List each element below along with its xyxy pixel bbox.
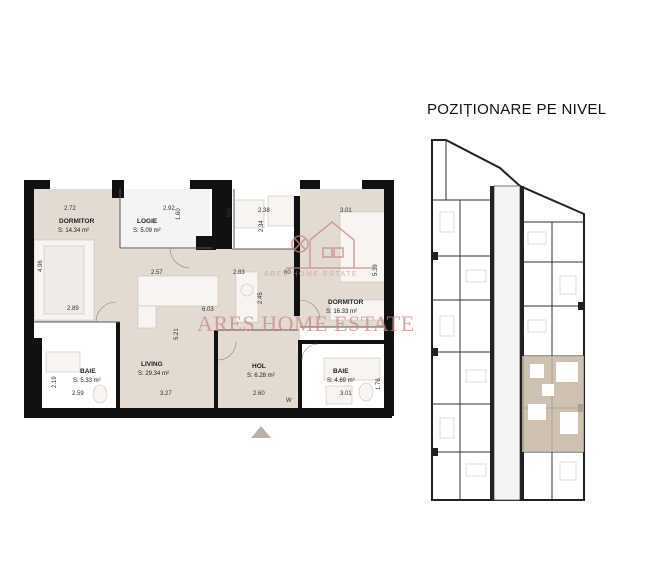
- ms-label: MS: [227, 208, 233, 217]
- dim-label: 5.21: [174, 328, 180, 340]
- living-name: LIVING: [141, 361, 163, 368]
- dim-label: 2.72: [64, 206, 76, 212]
- dim-label: 2.60: [253, 391, 265, 397]
- baie1-area: S: 5.33 m²: [73, 378, 101, 384]
- baie2-area: S: 4.69 m²: [327, 378, 355, 384]
- entrance-arrow-icon: [251, 426, 271, 438]
- dormitor1-area: S: 14.34 m²: [58, 228, 89, 234]
- logie-area: S: 5.09 m²: [133, 228, 161, 234]
- dim-label: 3.01: [340, 208, 352, 214]
- living-area: S: 29.34 m²: [138, 371, 169, 377]
- dim-label: 2.92: [163, 206, 175, 212]
- dim-label: 2.34: [259, 220, 265, 232]
- walls: [24, 180, 394, 418]
- dim-label: 2.83: [233, 270, 245, 276]
- dim-label: 2.59: [72, 391, 84, 397]
- hol-floor: [218, 330, 298, 408]
- dim-label: 4.96: [38, 260, 44, 272]
- dormitor1-name: DORMITOR: [59, 218, 95, 225]
- logie-name: LOGIE: [137, 218, 158, 225]
- baie1-name: BAIE: [80, 368, 96, 375]
- dim-label: 1.60: [176, 208, 182, 220]
- furniture: [33, 195, 387, 405]
- positioning-title: POZIȚIONARE PE NIVEL: [427, 101, 606, 118]
- dimensions: 2.72 2.92 1.60 2.38 3.01 4.96 2.34 2.57 …: [38, 206, 382, 397]
- partitions: [34, 189, 384, 331]
- dim-label: 3.27: [160, 391, 172, 397]
- dim-label: 2.89: [67, 306, 79, 312]
- logie-floor: [120, 189, 210, 249]
- apartment-plan: DORMITOR S: 14.34 m² LOGIE S: 5.09 m² DO…: [24, 180, 415, 438]
- dim-label: 1.76: [376, 378, 382, 390]
- door-swings: [95, 247, 321, 361]
- hol-area: S: 6.28 m²: [247, 373, 275, 379]
- dormitor2-area: S: 16.33 m²: [326, 309, 357, 315]
- hol-name: HOL: [252, 363, 266, 370]
- watermark-brand-text: ARES HOME ESTATE: [197, 311, 415, 336]
- w-label: W: [286, 398, 292, 404]
- highlighted-apartment: [522, 356, 584, 452]
- dim-label: 3.01: [340, 391, 352, 397]
- dim-label: 2.45: [258, 292, 264, 304]
- house-logo-icon: [286, 220, 376, 269]
- dim-label: 6.03: [202, 307, 214, 313]
- dormitor2-name: DORMITOR: [328, 299, 364, 306]
- building-floor-plan: [431, 139, 585, 501]
- dim-label: 2.19: [52, 376, 58, 388]
- watermark: ARES HOME ESTATE ARES HOME ESTATE: [197, 220, 415, 336]
- dim-label: 60: [284, 270, 291, 276]
- watermark-small-text: ARES HOME ESTATE: [264, 271, 358, 278]
- dim-label: 5.39: [373, 264, 379, 276]
- dim-label: 2.57: [151, 270, 163, 276]
- dim-label: 2.38: [258, 208, 270, 214]
- baie2-name: BAIE: [333, 368, 349, 375]
